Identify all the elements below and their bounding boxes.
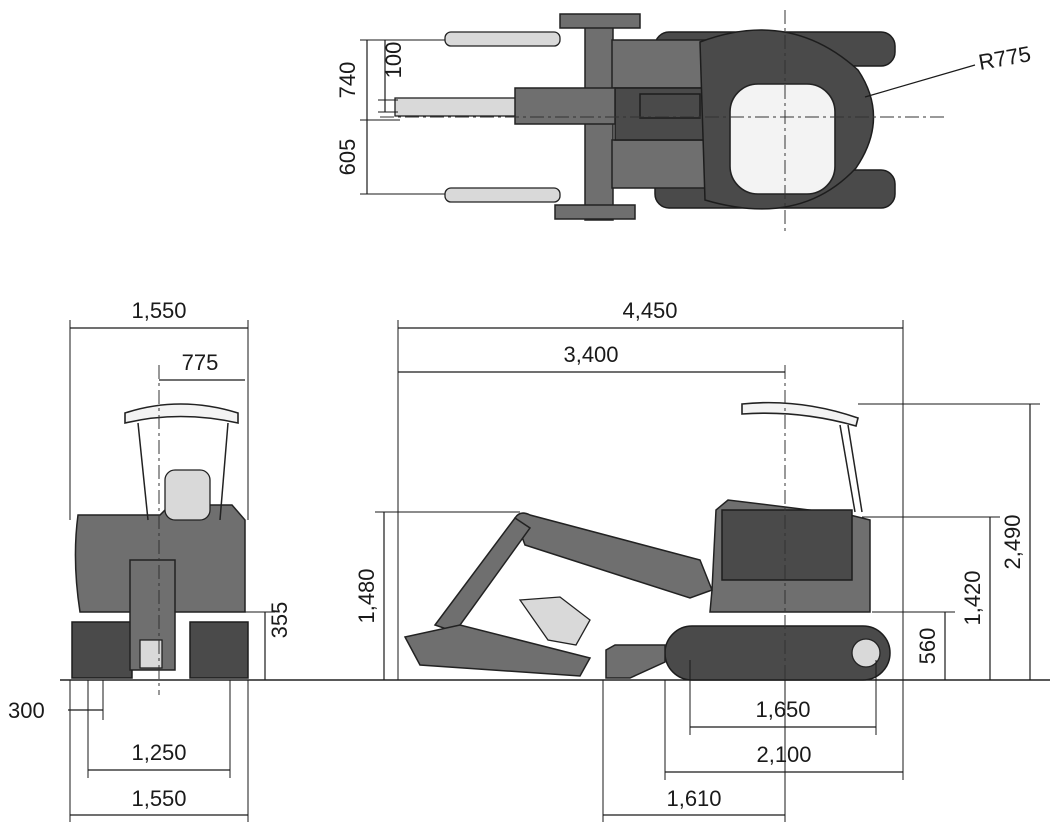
- top-view: 740 100 605 R775: [335, 10, 1033, 232]
- front-view-boom-swing: [129, 559, 176, 671]
- dimension-605: 605: [335, 120, 368, 194]
- dimension-3400: 3,400: [398, 342, 785, 373]
- dimension-label-2100: 2,100: [756, 742, 811, 767]
- top-view-boom: [394, 87, 701, 125]
- front-view-tracks: [71, 621, 249, 679]
- side-view-canopy: [741, 401, 863, 513]
- dimension-355: 355: [245, 602, 292, 680]
- dimension-label-4450: 4,450: [622, 298, 677, 323]
- dimension-1550-bottom: 1,550: [69, 680, 249, 822]
- dimension-2490: 2,490: [858, 403, 1040, 680]
- front-view-body: [74, 504, 246, 613]
- dimension-label-1420: 1,420: [960, 570, 985, 625]
- dimension-label-775: 775: [182, 350, 219, 375]
- dimension-740: 740: [335, 39, 445, 195]
- front-view-canopy: [124, 403, 239, 521]
- dimension-1550-top: 1,550: [69, 298, 249, 520]
- front-view: 1,550 775 355 300 1,250 1,550: [8, 298, 1050, 822]
- dimension-560: 560: [872, 611, 955, 680]
- side-view-dozer-blade: [605, 644, 666, 679]
- dimension-label-2490: 2,490: [1000, 514, 1025, 569]
- dimension-label-1250: 1,250: [131, 740, 186, 765]
- dimension-label-3400: 3,400: [563, 342, 618, 367]
- dimension-label-300: 300: [8, 698, 45, 723]
- side-view: 4,450 3,400 2,490 1,420 560 1,480: [354, 298, 1040, 822]
- dimension-100: 100: [378, 40, 406, 113]
- dimension-label-1550-top: 1,550: [131, 298, 186, 323]
- dimension-2100: 2,100: [664, 680, 903, 780]
- dimension-label-1480: 1,480: [354, 568, 379, 623]
- dimension-label-740: 740: [335, 62, 360, 99]
- dimension-label-560: 560: [915, 628, 940, 665]
- dimension-label-1550-bottom: 1,550: [131, 786, 186, 811]
- dimension-775: 775: [159, 350, 245, 381]
- dimension-label-100: 100: [381, 42, 406, 79]
- dimension-4450: 4,450: [397, 298, 904, 780]
- dimension-label-r775: R775: [977, 41, 1033, 75]
- dimension-label-1650: 1,650: [755, 697, 810, 722]
- top-view-upper-structure: [699, 29, 875, 210]
- dimension-1610: 1,610: [602, 680, 786, 822]
- dimension-1480: 1,480: [354, 511, 520, 680]
- dimension-1250: 1,250: [87, 680, 231, 778]
- dimension-1420: 1,420: [862, 516, 1000, 680]
- side-view-arm: [403, 624, 592, 677]
- side-view-bucket: [518, 596, 591, 646]
- dimension-label-1610: 1,610: [666, 786, 721, 811]
- dimension-300: 300: [8, 680, 104, 723]
- top-view-cylinders: [444, 31, 561, 203]
- dimension-label-355: 355: [267, 602, 292, 639]
- side-view-crawler: [664, 625, 891, 681]
- dimension-label-605: 605: [335, 139, 360, 176]
- side-view-upper-structure: [709, 499, 871, 613]
- front-view-seat: [164, 469, 211, 521]
- dimension-1650: 1,650: [689, 660, 877, 735]
